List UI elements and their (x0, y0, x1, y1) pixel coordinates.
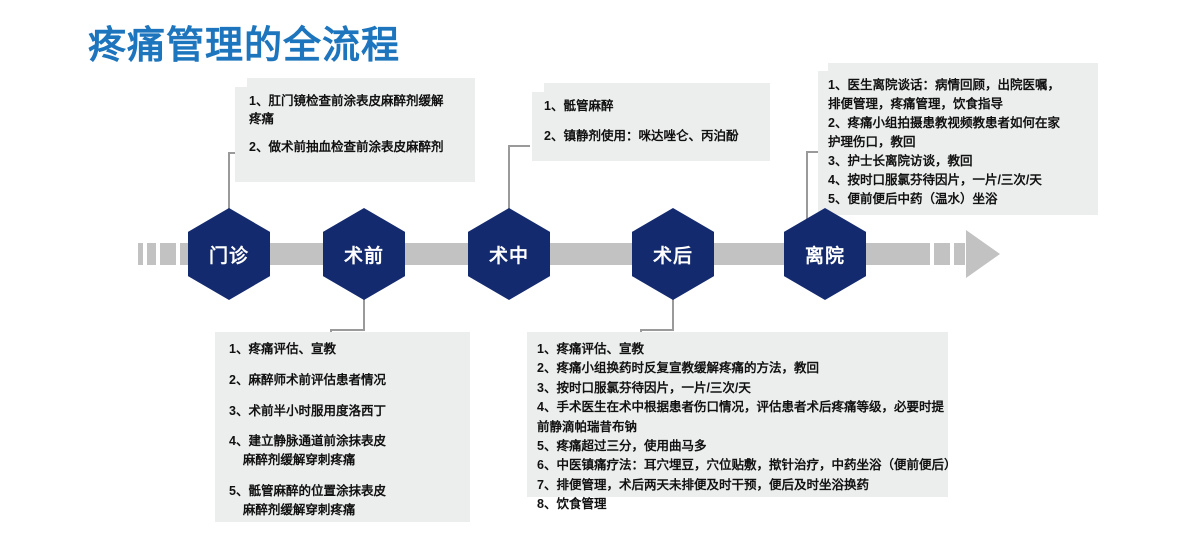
callout-notch (532, 83, 544, 92)
callout-intraop-top: 1、骶管麻醉 2、镇静剂使用：咪达唑仑、丙泊酚 (532, 83, 770, 161)
callout-line: 麻醉剂缓解穿刺疼痛 (229, 502, 356, 517)
connector-discharge-vertical (806, 151, 808, 230)
callout-postop-bottom: 1、疼痛评估、宣教 2、疼痛小组换药时反复宣教缓解疼痛的方法，教回 3、按时口服… (527, 332, 957, 511)
callout-line (229, 470, 462, 482)
callout-line: 6、中医镇痛疗法：耳穴埋豆，穴位贴敷，揿针治疗，中药坐浴（便前便后） (537, 458, 957, 473)
timeline-node-intraop[interactable]: 术中 (468, 208, 550, 300)
timeline-dash-2 (147, 243, 156, 265)
callout-notch (235, 78, 247, 87)
timeline-node-postop[interactable]: 术后 (632, 208, 714, 300)
connector-preop-horizontal (330, 329, 365, 331)
callout-line: 3、护士长离院访谈，教回 (828, 154, 973, 168)
connector-discharge-horizontal (806, 151, 828, 153)
callout-line: 5、骶管麻醉的位置涂抹表皮 (229, 483, 386, 498)
callout-line: 1、骶管麻醉 (544, 99, 614, 113)
timeline-node-outpatient[interactable]: 门诊 (188, 208, 270, 300)
callout-line: 2、麻醉师术前评估患者情况 (229, 372, 386, 387)
callout-line: 7、排便管理，术后两天未排便及时干预，便后及时坐浴换药 (537, 477, 869, 492)
timeline-node-label: 术中 (488, 245, 529, 267)
timeline-node-discharge[interactable]: 离院 (784, 208, 866, 300)
callout-line: 1、疼痛评估、宣教 (229, 342, 336, 356)
callout-line: 排便管理，疼痛管理，饮食指导 (828, 97, 1004, 111)
callout-line (229, 359, 462, 371)
timeline-dash-6 (954, 243, 965, 265)
callout-line: 2、镇静剂使用：咪达唑仑、丙泊酚 (544, 129, 739, 144)
callout-outpatient-top: 1、肛门镜检查前涂表皮麻醉剂缓解 疼痛 2、做术前抽血检查前涂表皮麻醉剂 (235, 78, 475, 182)
timeline-node-label: 术前 (343, 245, 384, 267)
callout-line: 4、建立静脉通道前涂抹表皮 (229, 434, 386, 449)
callout-line: 8、饮食管理 (537, 497, 607, 511)
timeline-node-label: 术后 (652, 245, 693, 267)
connector-intraop-vertical (508, 145, 510, 230)
callout-line: 3、按时口服氯芬待因片，一片/三次/天 (537, 380, 751, 395)
callout-line (544, 115, 760, 127)
callout-line: 疼痛 (249, 112, 275, 127)
callout-discharge-top: 1、医生离院谈话：病情回顾，出院医嘱， 排便管理，疼痛管理，饮食指导 2、疼痛小… (818, 63, 1098, 215)
callout-line: 护理伤口，教回 (828, 135, 916, 149)
timeline-dash-1 (138, 243, 143, 265)
callout-line: 5、疼痛超过三分，使用曲马多 (537, 438, 707, 453)
callout-line: 2、疼痛小组换药时反复宣教缓解疼痛的方法，教回 (537, 361, 819, 376)
timeline-node-label: 门诊 (208, 245, 249, 267)
callout-line: 2、疼痛小组拍摄患教视频教患者如何在家 (828, 116, 1060, 130)
timeline-dash-5 (934, 243, 950, 265)
connector-postop-horizontal (640, 329, 674, 331)
callout-preop-bottom: 1、疼痛评估、宣教 2、麻醉师术前评估患者情况 3、术前半小时服用度洛西丁 4、… (215, 332, 470, 522)
connector-intraop-horizontal (508, 145, 530, 147)
timeline-node-preop[interactable]: 术前 (323, 208, 405, 300)
callout-line: 3、术前半小时服用度洛西丁 (229, 403, 386, 418)
page-title: 疼痛管理的全流程 (88, 25, 401, 67)
callout-line: 1、疼痛评估、宣教 (537, 342, 644, 356)
callout-line: 4、按时口服氯芬待因片，一片/三次/天 (828, 173, 1042, 187)
callout-line: 1、医生离院谈话：病情回顾，出院医嘱， (828, 78, 1060, 92)
timeline-node-label: 离院 (804, 245, 845, 267)
callout-line: 前静滴帕瑞昔布钠 (537, 419, 638, 434)
connector-preop-vertical (363, 290, 365, 329)
callout-line (229, 390, 462, 402)
timeline-arrow-icon (966, 230, 1000, 278)
callout-line (229, 420, 462, 432)
callout-line: 4、手术医生在术中根据患者伤口情况，评估患者术后疼痛等级，必要时提 (537, 400, 944, 415)
callout-line (249, 128, 465, 138)
callout-line: 2、做术前抽血检查前涂表皮麻醉剂 (249, 140, 444, 155)
connector-outpatient-vertical (228, 152, 230, 230)
connector-postop-vertical (672, 290, 674, 329)
timeline-dash-3 (160, 243, 176, 265)
callout-line: 5、便前便后中药（温水）坐浴 (828, 192, 998, 206)
callout-notch (818, 63, 828, 71)
callout-line: 麻醉剂缓解穿刺疼痛 (229, 453, 356, 467)
callout-line: 1、肛门镜检查前涂表皮麻醉剂缓解 (249, 94, 444, 108)
